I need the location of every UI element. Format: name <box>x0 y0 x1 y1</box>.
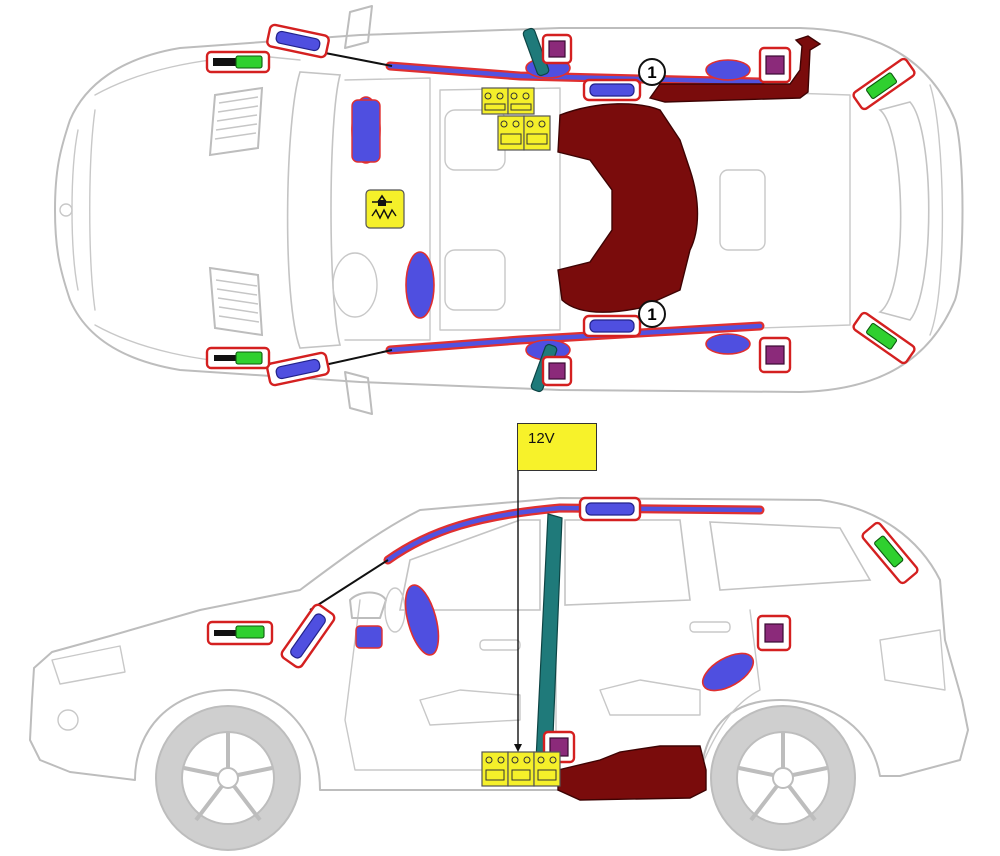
rear-window-top <box>878 101 930 321</box>
battery-side-2 <box>507 751 535 787</box>
crash-sensor-side-rear <box>756 614 792 652</box>
crash-sensor-top-2 <box>758 46 792 84</box>
crash-sensor-side-sill <box>542 730 576 764</box>
control-unit-icon <box>365 189 405 229</box>
cargo-area <box>699 89 851 331</box>
grille-line <box>89 109 96 311</box>
front-cabin-area <box>344 77 431 341</box>
mirror-top-left <box>344 5 373 49</box>
steering-wheel-top <box>332 252 378 318</box>
fog-light-side <box>57 709 79 731</box>
crash-sensor-top-3 <box>758 336 792 374</box>
front-door-line <box>344 599 521 771</box>
airbag-side-front <box>404 584 440 656</box>
steering-wheel-side <box>384 587 406 633</box>
fuel-filler-pipe-top <box>648 35 822 103</box>
battery-top-4 <box>523 115 551 151</box>
airbag-driver-top <box>405 251 435 319</box>
side-body-outline <box>29 497 969 791</box>
svg-text:1: 1 <box>647 63 656 82</box>
inflator-top-roof-right <box>582 314 642 338</box>
gas-spring-top-tailgate-left <box>852 57 916 111</box>
gas-spring-side-hood <box>206 620 274 646</box>
curtain-airbag-side <box>383 503 765 565</box>
front-bumper-line <box>71 129 79 291</box>
front-wheel <box>155 705 301 851</box>
inflator-top-a-pillar-right <box>266 351 330 387</box>
battery-top-2 <box>507 87 535 115</box>
headlight-side <box>51 645 126 685</box>
inflator-top-roof-left <box>582 78 642 102</box>
seat-front-side <box>419 689 521 726</box>
seat-third-row <box>719 169 766 251</box>
side-airbag-top-rear-left <box>705 59 751 81</box>
rear-wheel <box>710 705 856 851</box>
voltage-callout: 12V <box>517 423 597 471</box>
side-airbag-top-rear-right <box>705 333 751 355</box>
marker-1-top: 1 <box>638 58 666 86</box>
marker-1-bottom: 1 <box>638 300 666 328</box>
a-pillar-rod-top-right <box>319 349 393 367</box>
front-window-side <box>399 519 541 611</box>
mirror-top-right <box>344 371 373 415</box>
knee-airbag-side <box>355 625 383 649</box>
gas-spring-top-tailgate-right <box>852 311 916 365</box>
inflator-top-a-pillar-left <box>266 23 330 59</box>
crash-sensor-top-1 <box>541 33 573 65</box>
gas-spring-top-hood-right <box>205 346 271 370</box>
fuel-tank-top <box>557 103 699 313</box>
a-pillar-rod-side <box>309 559 389 611</box>
seat-front-right <box>444 249 506 311</box>
rear-door-handle <box>689 621 731 633</box>
voltage-callout-text: 12V <box>528 430 555 447</box>
mirror-side <box>349 591 387 619</box>
windshield-top <box>286 71 342 349</box>
rear-bumper-line <box>929 84 944 336</box>
quarter-window-side <box>709 521 872 591</box>
gas-spring-top-hood-left <box>205 50 271 74</box>
seat-rear-side <box>599 679 701 716</box>
inflator-side-a-pillar <box>280 603 336 669</box>
battery-top-1 <box>481 87 509 115</box>
seatbelt-pretensioner-top-left <box>522 27 550 77</box>
hood-vent-lower <box>208 266 264 337</box>
front-door-handle <box>479 639 521 651</box>
seat-front-left <box>444 109 506 171</box>
inflator-side-roof <box>578 496 642 522</box>
rear-door-window-side <box>564 519 691 606</box>
dashboard-airbag-top <box>351 99 381 163</box>
fuel-tank-side <box>557 745 707 801</box>
battery-side-1 <box>481 751 509 787</box>
gas-spring-side-tailgate <box>861 521 919 585</box>
hood-vent-upper <box>208 86 264 157</box>
side-airbag-rear <box>701 652 755 692</box>
battery-top-3 <box>497 115 525 151</box>
battery-side-3 <box>533 751 561 787</box>
taillight-side <box>879 629 946 691</box>
svg-text:1: 1 <box>647 305 656 324</box>
callout-arrowhead <box>514 744 522 752</box>
side-view <box>29 470 969 851</box>
a-pillar-rod-top-left <box>319 51 393 67</box>
top-view: 1 1 <box>54 5 964 415</box>
crash-sensor-top-4 <box>541 355 573 387</box>
top-body-outline <box>54 27 964 393</box>
emblem-top-icon <box>59 203 73 217</box>
